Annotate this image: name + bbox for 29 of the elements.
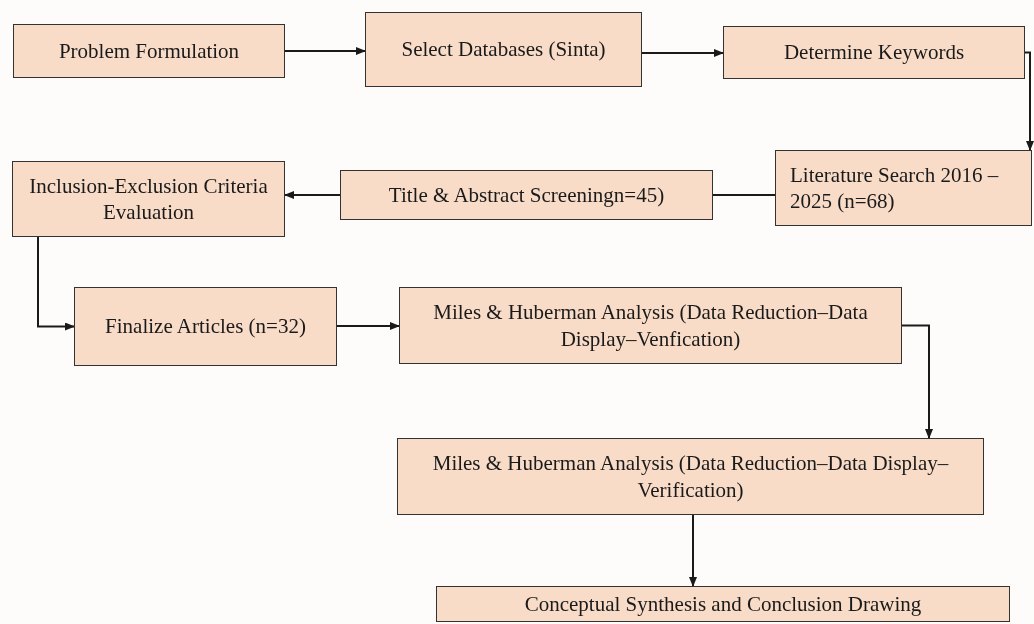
arrow xyxy=(1024,51,1034,151)
arrow xyxy=(284,191,341,199)
box-label: Literature Search 2016 – 2025 (n=68) xyxy=(790,161,1000,215)
arrow xyxy=(336,322,400,330)
process-box xyxy=(399,287,902,364)
box-label: Finalize Articles (n=32) xyxy=(105,313,306,340)
arrow xyxy=(284,47,366,55)
arrow xyxy=(689,514,697,587)
box-label: Miles & Huberman Analysis (Data Reduction–Data Display– Verification) xyxy=(431,450,950,503)
box-label: Title & Abstract Screeningn=45) xyxy=(388,181,665,209)
connector-line xyxy=(712,194,776,196)
process-box xyxy=(723,26,1025,79)
process-box xyxy=(12,161,285,237)
process-box xyxy=(436,586,1010,622)
arrow xyxy=(37,236,75,331)
process-box xyxy=(340,170,713,220)
process-box xyxy=(74,287,337,366)
process-box xyxy=(365,12,642,87)
process-box xyxy=(775,150,1032,226)
box-label: Determine Keywords xyxy=(783,39,965,66)
box-label: Conceptual Synthesis and Conclusion Drawing xyxy=(524,590,922,618)
box-label: Select Databases (Sinta) xyxy=(401,36,606,63)
box-label: Inclusion-Exclusion Criteria Evaluation xyxy=(28,172,269,226)
box-label: Problem Formulation xyxy=(58,37,240,65)
arrow xyxy=(901,324,933,439)
arrow xyxy=(641,49,724,57)
box-label: Miles & Huberman Analysis (Data Reduction–Data Display–Venfication) xyxy=(432,299,869,352)
process-box xyxy=(13,24,285,78)
process-box xyxy=(397,438,984,515)
